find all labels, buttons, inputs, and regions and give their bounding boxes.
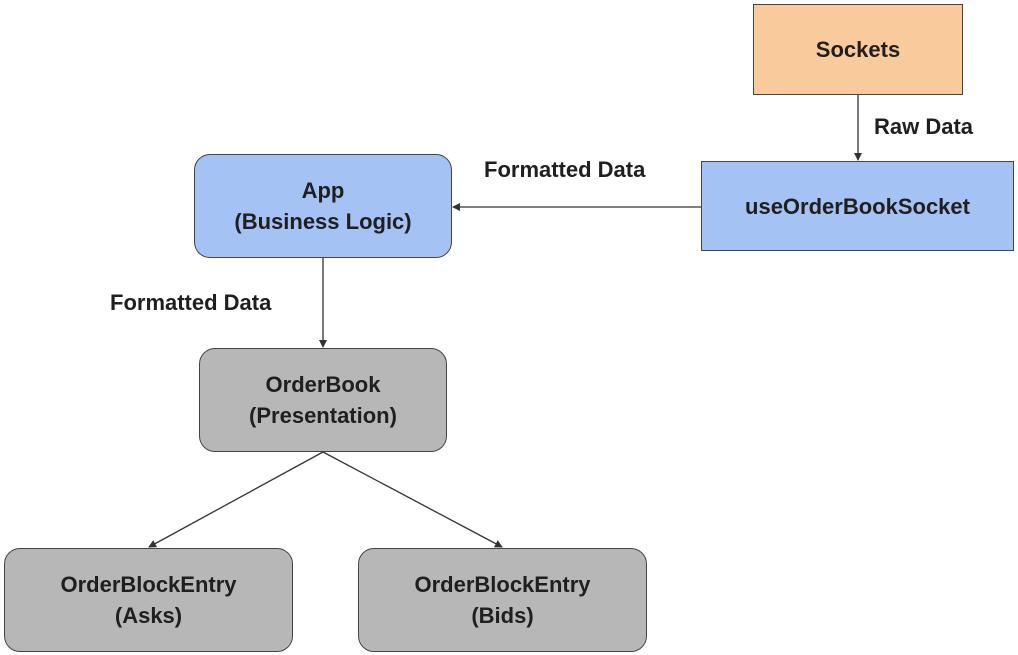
orderbook-node: OrderBook (Presentation) bbox=[199, 348, 447, 452]
sockets-node: Sockets bbox=[753, 4, 963, 95]
formatted-data-edge-label-top: Formatted Data bbox=[484, 157, 646, 182]
order-block-entry-asks-node: OrderBlockEntry (Asks) bbox=[4, 548, 293, 652]
arrow-orderbook-to-bids bbox=[322, 451, 503, 548]
asks-node-subtitle: (Asks) bbox=[114, 603, 183, 628]
use-order-book-socket-node-label: useOrderBookSocket bbox=[745, 193, 970, 219]
sockets-node-label: Sockets bbox=[815, 37, 901, 62]
order-block-entry-bids-node: OrderBlockEntry (Bids) bbox=[358, 548, 647, 652]
orderbook-node-title: OrderBook bbox=[265, 372, 381, 397]
orderbook-node-subtitle: (Presentation) bbox=[249, 403, 397, 428]
raw-data-edge-label: Raw Data bbox=[874, 114, 974, 139]
arrow-orderbook-to-asks bbox=[148, 451, 324, 548]
app-node-title: App bbox=[301, 178, 345, 203]
app-node: App (Business Logic) bbox=[194, 154, 452, 258]
use-order-book-socket-node: useOrderBookSocket bbox=[701, 161, 1014, 251]
bids-node-title: OrderBlockEntry bbox=[414, 572, 591, 597]
formatted-data-edge-label-left: Formatted Data bbox=[110, 290, 272, 315]
bids-node-subtitle: (Bids) bbox=[471, 603, 534, 628]
app-node-subtitle: (Business Logic) bbox=[234, 209, 412, 234]
asks-node-title: OrderBlockEntry bbox=[60, 572, 237, 597]
